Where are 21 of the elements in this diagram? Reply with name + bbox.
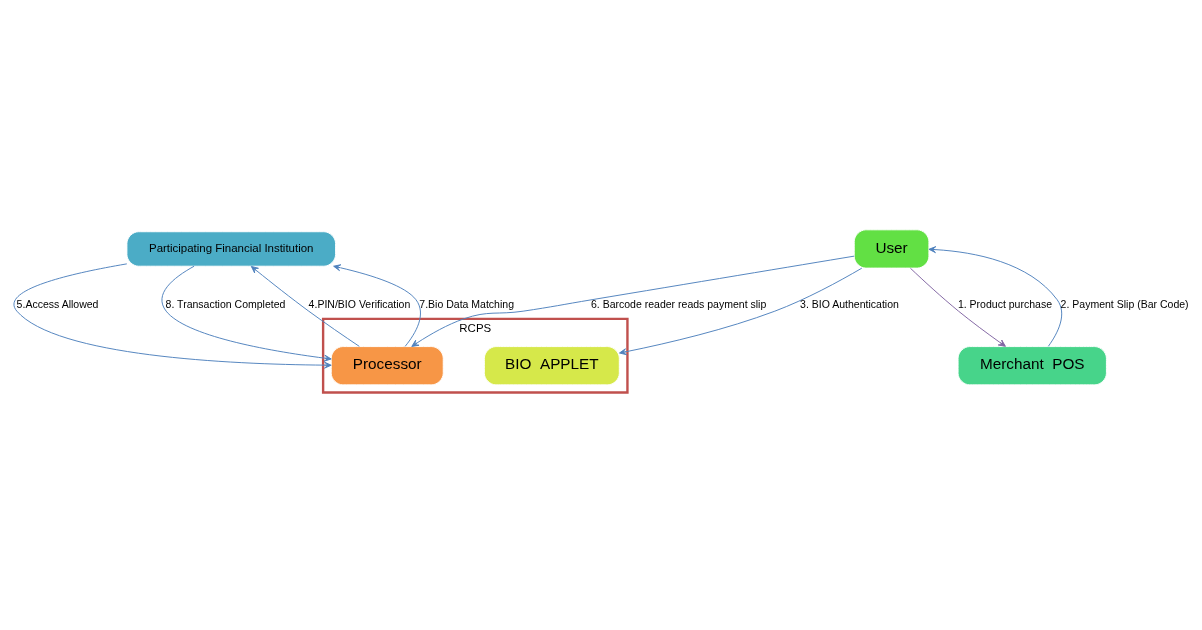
edge-label: 5.Access Allowed bbox=[16, 298, 99, 311]
arrow bbox=[411, 255, 855, 347]
arrow bbox=[13, 263, 332, 369]
arrow bbox=[333, 264, 421, 347]
edge-label: 3. BIO Authentication bbox=[800, 298, 899, 311]
node-box: User bbox=[853, 229, 930, 269]
arrow bbox=[619, 267, 863, 356]
node-box: Merchant POS bbox=[957, 346, 1107, 386]
edge-label: 6. Barcode reader reads payment slip bbox=[590, 298, 767, 311]
edge-label: 7.Bio Data Matching bbox=[419, 298, 515, 311]
edge-label: 4.PIN/BIO Verification bbox=[308, 298, 411, 311]
edge-label: 8. Transaction Completed bbox=[165, 298, 286, 311]
node-box: Processor bbox=[330, 346, 444, 386]
arrow bbox=[909, 267, 1006, 347]
arrow bbox=[161, 265, 332, 362]
arrow bbox=[928, 246, 1063, 347]
edge-label: 1. Product purchase bbox=[957, 298, 1053, 311]
arrow bbox=[250, 265, 360, 347]
node-box: Participating Financial Institution bbox=[126, 231, 337, 267]
node-box: BIO APPLET bbox=[483, 346, 620, 386]
edge-label: 2. Payment Slip (Bar Code) bbox=[1060, 298, 1189, 311]
